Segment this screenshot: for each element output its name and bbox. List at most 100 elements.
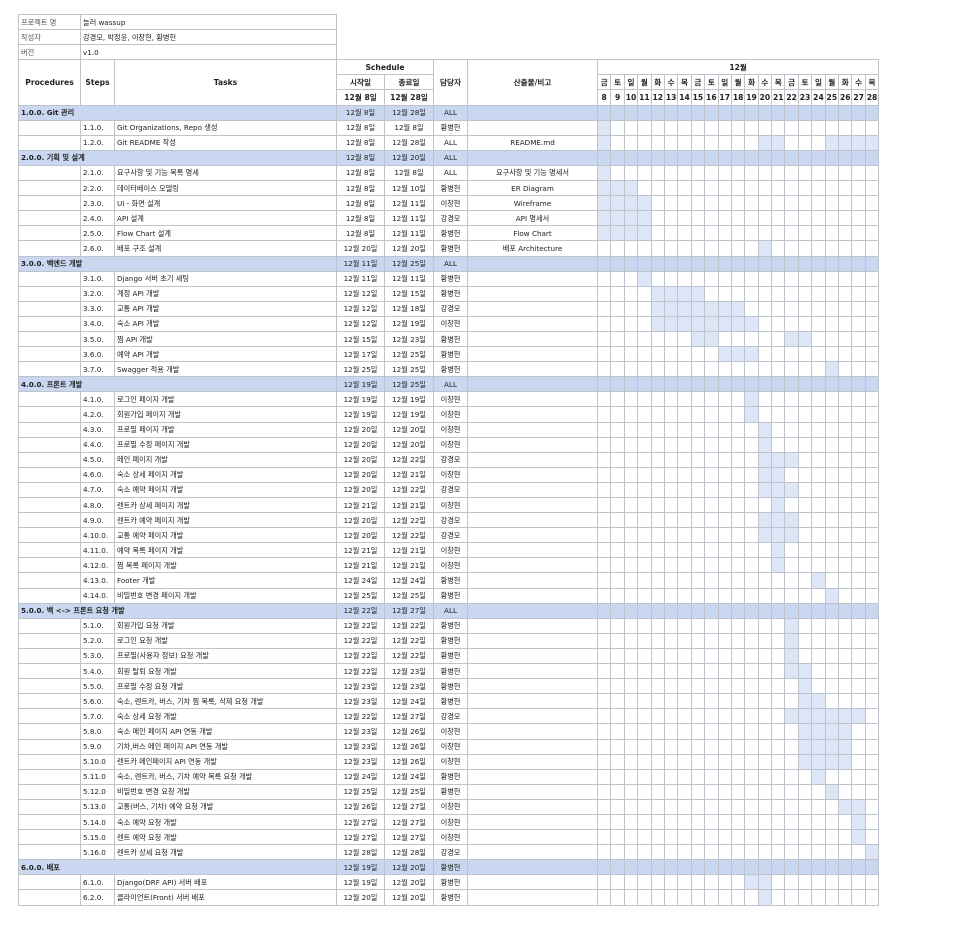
gantt-cell [637, 512, 652, 529]
gantt-cell [784, 889, 799, 906]
gantt-cell [864, 768, 880, 785]
gantt-bar-cell [757, 134, 773, 151]
gantt-cell [596, 542, 612, 559]
gantt-cell [596, 859, 612, 876]
task-name: 회원 탈퇴 요청 개발 [114, 663, 337, 680]
gantt-cell [838, 285, 853, 302]
owner: 황병헌 [433, 346, 468, 363]
gantt-cell [838, 391, 853, 408]
gantt-cell [757, 119, 773, 136]
gantt-cell [824, 829, 840, 846]
gantt-cell [623, 466, 639, 483]
gantt-cell [730, 783, 746, 800]
output-header: 산출물/비고 [467, 59, 598, 106]
gantt-bar-cell [824, 134, 840, 151]
gantt-bar-cell [610, 104, 625, 121]
weekday-cell: 일 [717, 74, 732, 91]
gantt-bar-cell [784, 602, 799, 619]
gantt-cell [610, 527, 625, 544]
gantt-bar-cell [730, 104, 746, 121]
gantt-cell [784, 134, 799, 151]
gantt-cell [838, 361, 853, 378]
owner: ALL [433, 149, 468, 166]
gantt-cell [744, 512, 759, 529]
gantt-cell [650, 889, 665, 906]
gantt-cell [690, 164, 706, 182]
gantt-bar-cell [757, 859, 773, 876]
gantt-cell [744, 647, 759, 665]
procedure-cell [18, 813, 81, 831]
gantt-cell [757, 406, 773, 423]
gantt-cell [730, 723, 746, 740]
owner: 이창현 [433, 421, 468, 438]
gantt-bar-cell [610, 195, 625, 212]
gantt-cell [663, 240, 679, 257]
gantt-bar-cell [811, 255, 826, 272]
gantt-cell [663, 587, 679, 604]
gantt-cell [864, 346, 880, 363]
gantt-cell [838, 632, 853, 649]
gantt-cell [784, 844, 799, 861]
gantt-cell [797, 542, 813, 559]
gantt-cell [744, 708, 759, 725]
gantt-cell [677, 783, 692, 800]
gantt-cell [838, 180, 853, 197]
gantt-cell [757, 663, 773, 680]
gantt-bar-cell [784, 255, 799, 272]
task-name: 렌트카 예약 페이지 개발 [114, 512, 337, 529]
gantt-cell [757, 829, 773, 846]
step-number: 5.9.0 [80, 738, 115, 755]
task-name: 숙소, 렌트카, 버스, 기차 예약 목록 요청 개발 [114, 768, 337, 785]
gantt-bar-cell [744, 391, 759, 408]
gantt-bar-cell [757, 481, 773, 499]
gantt-cell [730, 149, 746, 166]
gantt-cell [690, 557, 706, 574]
weekday-cell: 금 [784, 74, 799, 91]
gantt-cell [704, 119, 719, 136]
gantt-cell [677, 195, 692, 212]
gantt-cell [677, 557, 692, 574]
gantt-cell [650, 813, 665, 831]
owner: 이창현 [433, 195, 468, 212]
gantt-cell [824, 542, 840, 559]
end-date: 12월 19일 [384, 315, 434, 332]
gantt-cell [811, 481, 826, 499]
end-date: 12월 22일 [384, 512, 434, 529]
gantt-cell [637, 874, 652, 891]
gantt-cell [824, 798, 840, 815]
gantt-cell [744, 557, 759, 574]
gantt-cell [596, 270, 612, 287]
gantt-cell [771, 859, 786, 876]
gantt-bar-cell [797, 753, 813, 770]
gantt-cell [744, 723, 759, 740]
step-number: 5.15.0 [80, 829, 115, 846]
info-row: 프로젝트 명 놀러 wassup [18, 13, 879, 31]
start-date: 12월 22일 [336, 617, 385, 634]
gantt-cell [637, 542, 652, 559]
gantt-cell [797, 481, 813, 499]
gantt-cell [771, 678, 786, 695]
gantt-cell [851, 663, 866, 680]
gantt-cell [596, 361, 612, 378]
gantt-cell [610, 300, 625, 317]
gantt-cell [637, 632, 652, 649]
gantt-bar-cell [650, 285, 665, 302]
gantt-cell [596, 753, 612, 770]
gantt-cell [838, 542, 853, 559]
output [467, 889, 598, 906]
owner: 이창현 [433, 813, 468, 831]
procedure-cell [18, 829, 81, 846]
output [467, 361, 598, 378]
gantt-cell [864, 874, 880, 891]
start-date: 12월 19일 [336, 406, 385, 423]
day-cell: 24 [811, 89, 826, 106]
gantt-cell [744, 330, 759, 348]
gantt-cell [623, 874, 639, 891]
